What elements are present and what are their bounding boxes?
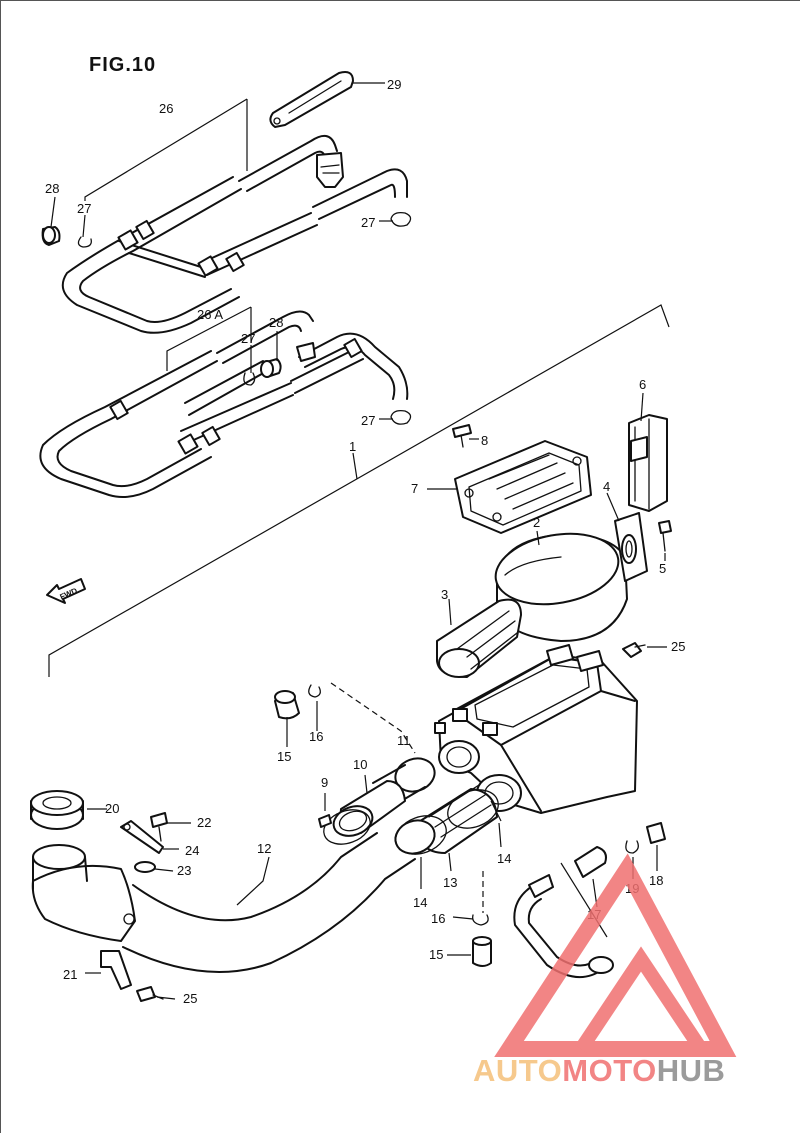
assembly-1-line xyxy=(48,304,670,677)
clip-16-lower xyxy=(472,914,489,926)
label-25-bottom: 25 xyxy=(183,991,197,1006)
gasket-4 xyxy=(614,512,648,582)
screw-5 xyxy=(658,520,672,552)
clip-27-middle-right xyxy=(390,409,412,425)
cover-6 xyxy=(628,414,668,512)
label-20: 20 xyxy=(105,801,119,816)
cap-15-lower xyxy=(472,936,492,967)
clamp-9 xyxy=(318,809,371,845)
duct-11 xyxy=(372,757,436,808)
label-23: 23 xyxy=(177,863,191,878)
plug-18 xyxy=(646,822,666,844)
fwd-arrow-icon: FWD xyxy=(46,578,86,604)
label-4: 4 xyxy=(603,479,610,494)
figure-title: FIG.10 xyxy=(89,54,156,76)
label-26: 26 xyxy=(159,101,173,116)
hose-assembly-26A xyxy=(39,310,409,498)
screw-8 xyxy=(452,424,472,448)
part-labels: 29 26 28 27 27 26 A 27 28 27 1 8 7 2 3 4… xyxy=(45,77,685,1006)
label-28-top: 28 xyxy=(45,181,59,196)
label-1: 1 xyxy=(349,439,356,454)
label-9: 9 xyxy=(321,775,328,790)
bracket-21 xyxy=(100,950,132,990)
label-25-top: 25 xyxy=(671,639,685,654)
clip-27-middle-left xyxy=(243,372,256,386)
clamp-14-right xyxy=(447,789,499,829)
label-12: 12 xyxy=(257,841,271,856)
cap-15-upper xyxy=(274,690,300,720)
cap-28-top xyxy=(41,226,61,246)
label-13: 13 xyxy=(443,875,457,890)
label-7: 7 xyxy=(411,481,418,496)
label-18: 18 xyxy=(649,873,663,888)
leader-lines xyxy=(50,82,667,1000)
cap-28-middle xyxy=(260,358,282,378)
label-15-upper: 15 xyxy=(277,749,291,764)
filter-frame-3 xyxy=(436,598,522,678)
label-27-middle-right: 27 xyxy=(361,413,375,428)
clamp-14-left xyxy=(395,815,447,855)
label-27-middle-left: 27 xyxy=(241,331,255,346)
label-10: 10 xyxy=(353,757,367,772)
label-27-top-right: 27 xyxy=(361,215,375,230)
label-21: 21 xyxy=(63,967,77,982)
label-27-top-left: 27 xyxy=(77,201,91,216)
label-5: 5 xyxy=(659,561,666,576)
label-26A: 26 A xyxy=(197,307,223,322)
label-8: 8 xyxy=(481,433,488,448)
air-filter-2 xyxy=(494,532,628,642)
label-2: 2 xyxy=(533,515,540,530)
bracket-24 xyxy=(120,820,164,854)
label-14-right: 14 xyxy=(497,851,511,866)
clip-27-top-left xyxy=(77,236,92,248)
label-28-middle: 28 xyxy=(269,315,283,330)
duct-10 xyxy=(332,780,406,837)
bolt-22 xyxy=(150,812,168,842)
duct-13 xyxy=(394,784,498,855)
air-box-case xyxy=(434,644,638,814)
label-29: 29 xyxy=(387,77,401,92)
label-16-upper: 16 xyxy=(309,729,323,744)
air-box-lid-7 xyxy=(454,440,592,534)
bolt-25-top xyxy=(622,642,646,658)
label-24: 24 xyxy=(185,843,199,858)
washer-23 xyxy=(134,861,156,873)
label-3: 3 xyxy=(441,587,448,602)
label-22: 22 xyxy=(197,815,211,830)
drain-hose-17 xyxy=(513,846,614,979)
watermark-text-auto: AUTOMOTOHUB xyxy=(473,1053,725,1088)
label-15-lower: 15 xyxy=(429,947,443,962)
label-16-lower: 16 xyxy=(431,911,445,926)
hose-assembly-26 xyxy=(61,134,408,334)
clip-19 xyxy=(625,840,639,854)
label-11: 11 xyxy=(397,733,411,748)
label-6: 6 xyxy=(639,377,646,392)
hose-12 xyxy=(31,832,416,973)
label-14-left: 14 xyxy=(413,895,427,910)
bolt-25-bottom xyxy=(136,986,164,1002)
watermark-logo: AUTOMOTOHUB xyxy=(473,853,737,1088)
bracket-29 xyxy=(269,71,354,128)
grommet-20 xyxy=(30,790,84,830)
clip-16-upper xyxy=(308,684,321,698)
clip-27-top-right xyxy=(390,211,412,227)
